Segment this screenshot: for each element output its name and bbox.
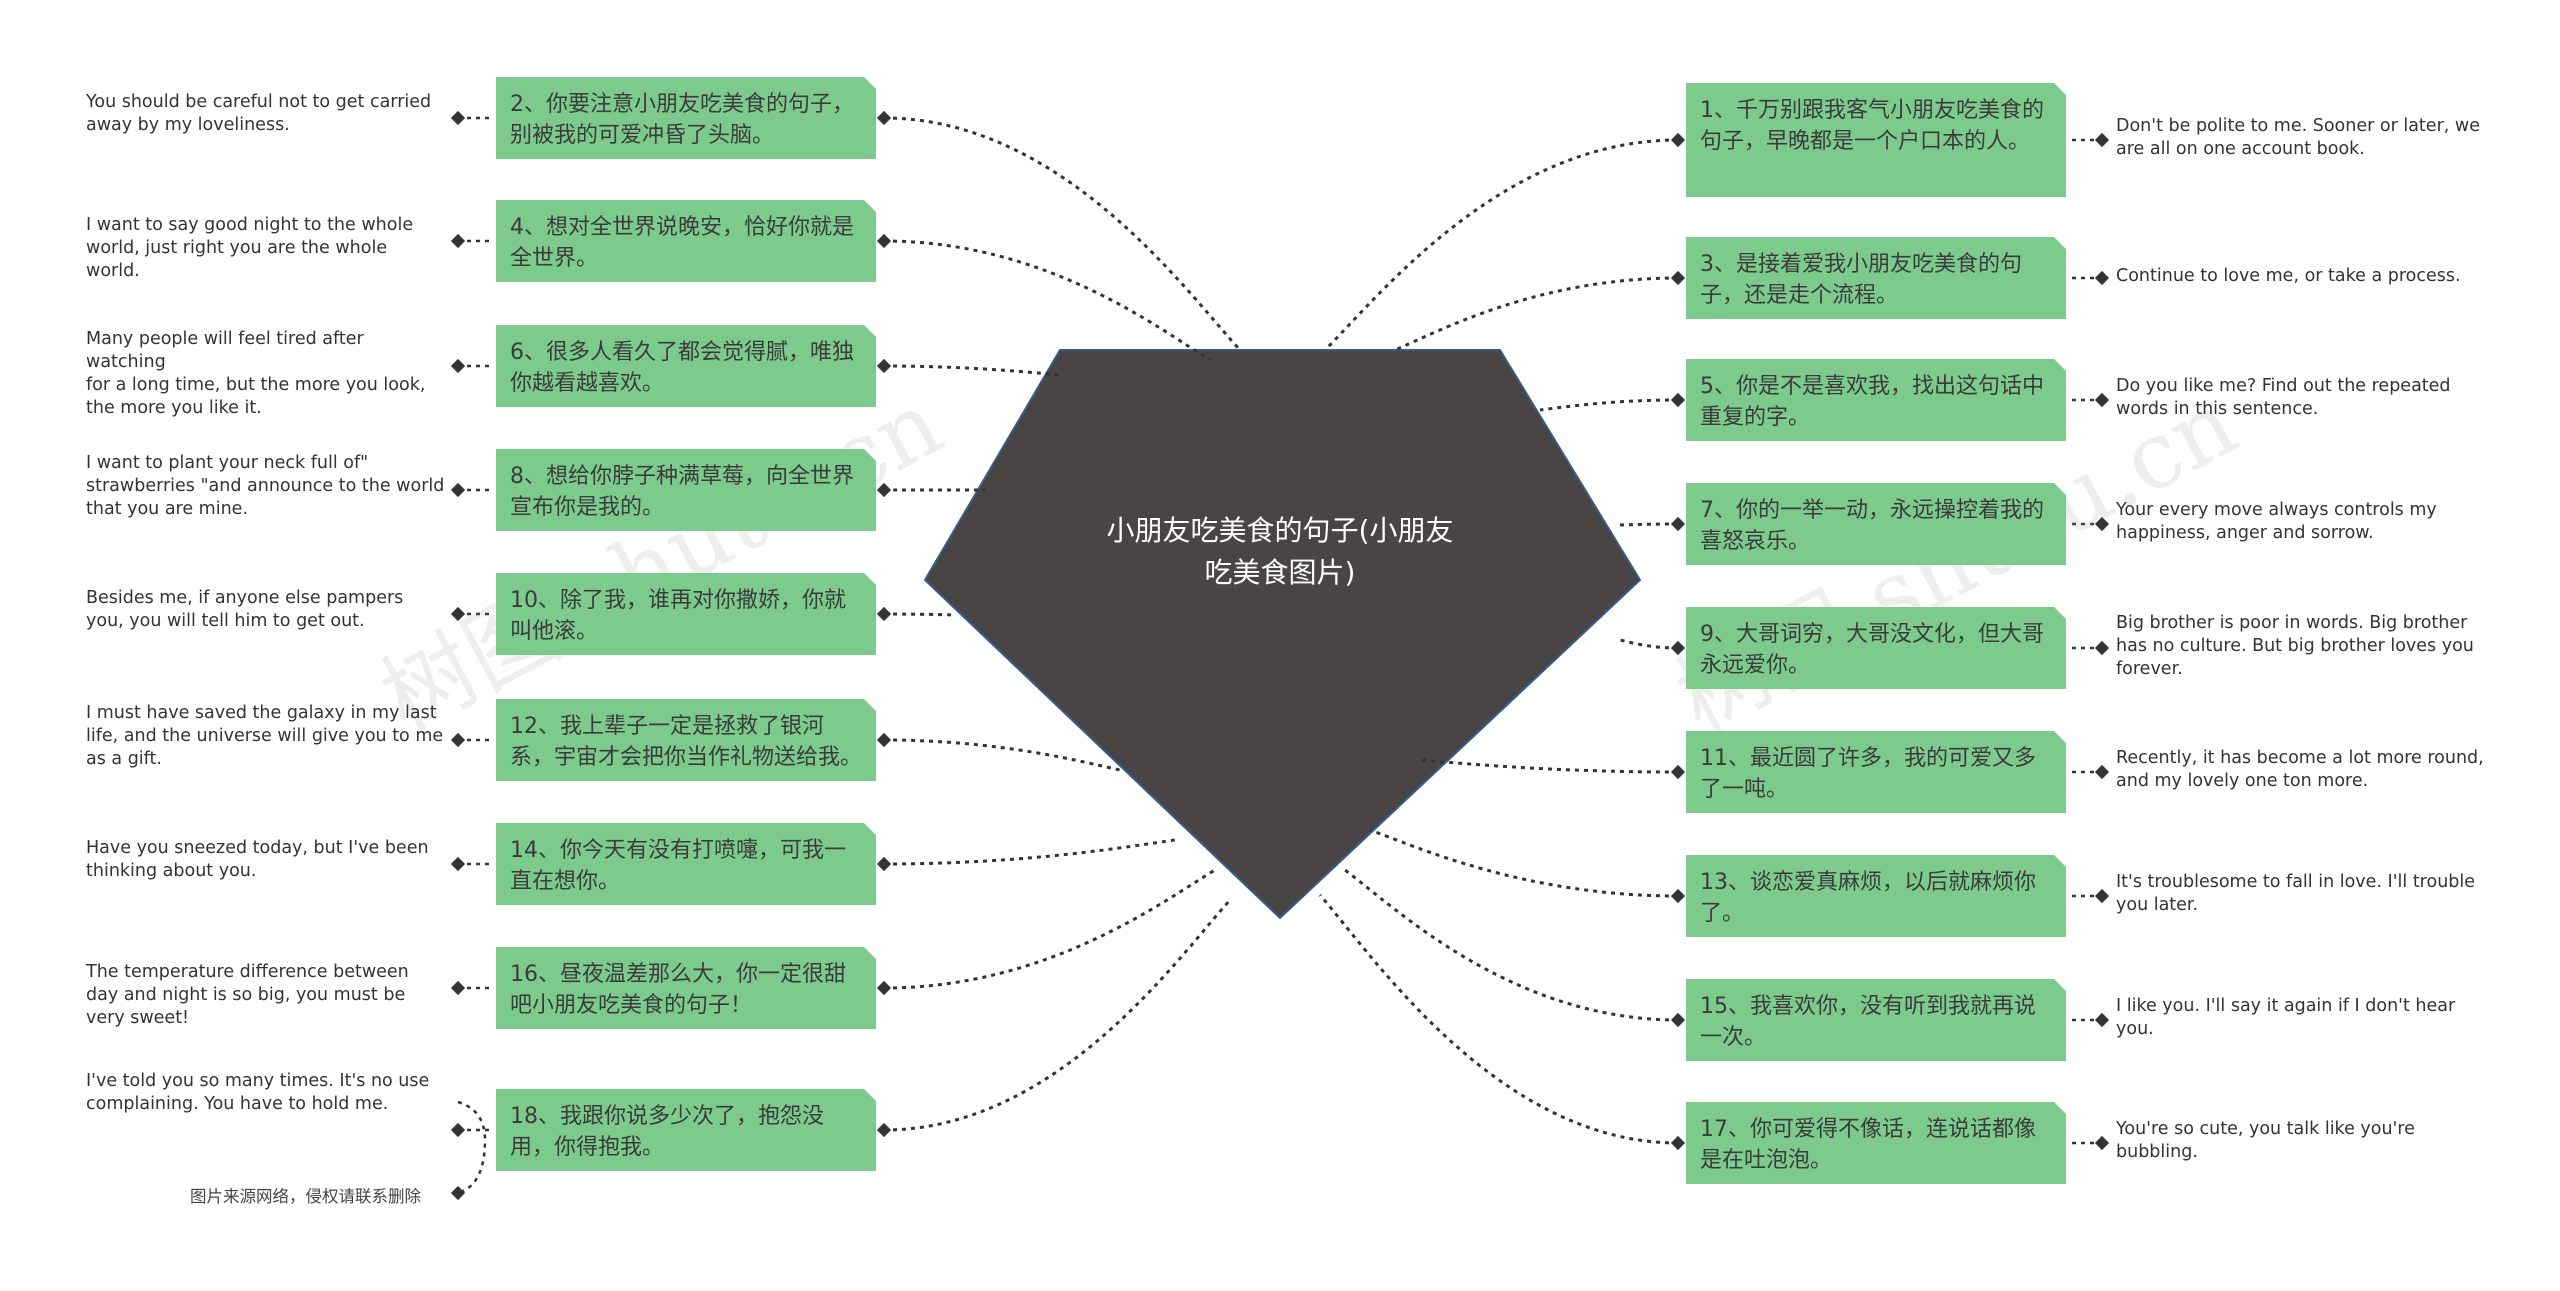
source-footnote: 图片来源网络，侵权请联系删除 [190,1187,421,1206]
branch-note-left: The temperature difference between day a… [86,962,409,1028]
note-dot-right-1 [2094,132,2110,148]
branch-node-right[interactable]: 3、是接着爱我小朋友吃美食的句子，还是走个流程。 [1686,237,2066,319]
branch-node-right[interactable]: 15、我喜欢你，没有听到我就再说一次。 [1686,979,2066,1061]
link-dot-left-6 [876,732,892,748]
branch-note-right: Continue to love me, or take a process. [2116,265,2461,286]
branch-note-right: Do you like me? Find out the repeated wo… [2116,376,2451,419]
branch-node-right[interactable]: 17、你可爱得不像话，连说话都像是在吐泡泡。 [1686,1102,2066,1184]
link-left-3 [883,364,1061,377]
link-left-6 [883,738,1121,772]
branch-node-right[interactable]: 11、最近圆了许多，我的可爱又多了一吨。 [1686,731,2066,813]
link-dot-left-2 [876,233,892,249]
note-dot-right-8 [2094,1012,2110,1028]
branch-note-right: I like you. I'll say it again if I don't… [2116,996,2456,1039]
branch-node-left[interactable]: 18、我跟你说多少次了，抱怨没用，你得抱我。 [496,1089,876,1171]
link-right-5 [1619,638,1679,650]
note-dot-left-6 [450,732,466,748]
link-dot-left-9 [876,1122,892,1138]
link-dot-left-8 [876,980,892,996]
link-right-9 [1318,894,1679,1145]
link-dot-left-3 [876,358,892,374]
branch-node-right[interactable]: 13、谈恋爱真麻烦，以后就麻烦你了。 [1686,855,2066,937]
note-dot-right-3 [2094,392,2110,408]
link-right-2 [1394,276,1679,352]
link-right-7 [1369,828,1679,898]
note-dot-right-2 [2094,270,2110,286]
link-dot-right-4 [1670,516,1686,532]
branch-node-left[interactable]: 2、你要注意小朋友吃美食的句子，别被我的可爱冲昏了头脑。 [496,77,876,159]
link-right-3 [1539,398,1679,412]
link-dot-right-6 [1670,764,1686,780]
branch-node-left[interactable]: 10、除了我，谁再对你撒娇，你就叫他滚。 [496,573,876,655]
link-left-5 [883,612,956,617]
branch-node-left[interactable]: 16、昼夜温差那么大，你一定很甜吧小朋友吃美食的句子！ [496,947,876,1029]
link-dot-right-7 [1670,888,1686,904]
link-left-7 [883,838,1176,866]
branch-node-left[interactable]: 8、想给你脖子种满草莓，向全世界宣布你是我的。 [496,449,876,531]
note-dot-right-5 [2094,640,2110,656]
branch-note-right: Don't be polite to me. Sooner or later, … [2116,116,2480,159]
branch-note-right: Big brother is poor in words. Big brothe… [2116,612,2474,679]
note-dot-left-3 [450,358,466,374]
branch-note-left: Besides me, if anyone else pampers you, … [86,588,404,631]
note-dot-left-5 [450,606,466,622]
link-dot-right-3 [1670,392,1686,408]
branch-note-left: I want to say good night to the whole wo… [86,215,414,281]
note-dot-right-7 [2094,888,2110,904]
branch-note-right: You're so cute, you talk like you're bub… [2116,1119,2415,1162]
link-left-2 [883,239,1211,362]
branch-node-left[interactable]: 6、很多人看久了都会觉得腻，唯独你越看越喜欢。 [496,325,876,407]
center-topic-label: 小朋友吃美食的句子(小朋友吃美食图片) [1106,514,1454,589]
note-dot-left-4 [450,482,466,498]
link-left-1 [883,116,1242,352]
branch-note-left: I must have saved the galaxy in my last … [86,702,444,769]
center-topic-shape [923,349,1642,920]
branch-note-right: Recently, it has become a lot more round… [2116,748,2484,791]
link-right-8 [1344,868,1679,1022]
note-dot-left-9 [450,1122,466,1138]
branch-note-left: Have you sneezed today, but I've been th… [86,838,429,881]
footnote-bracket [457,1100,487,1195]
branch-node-left[interactable]: 4、想对全世界说晚安，恰好你就是全世界。 [496,200,876,282]
branch-note-left: I've told you so many times. It's no use… [86,1071,430,1114]
branch-node-right[interactable]: 5、你是不是喜欢我，找出这句话中重复的字。 [1686,359,2066,441]
branch-node-left[interactable]: 12、我上辈子一定是拯救了银河系，宇宙才会把你当作礼物送给我。 [496,699,876,781]
link-left-8 [883,868,1216,990]
branch-note-right: Your every move always controls my happi… [2116,500,2437,543]
note-dot-left-7 [450,856,466,872]
link-dot-right-1 [1670,132,1686,148]
note-dot-left-1 [450,110,466,126]
branch-note-left: I want to plant your neck full of" straw… [86,452,445,519]
link-dot-right-5 [1670,640,1686,656]
link-dot-left-4 [876,482,892,498]
note-dot-left-2 [450,233,466,249]
branch-note-left: Many people will feel tired after watchi… [86,328,426,418]
footnote-dot [450,1185,466,1201]
link-dot-left-7 [876,856,892,872]
link-left-9 [883,898,1232,1132]
branch-node-right[interactable]: 1、千万别跟我客气小朋友吃美食的句子，早晚都是一个户口本的人。 [1686,83,2066,197]
branch-note-right: It's troublesome to fall in love. I'll t… [2116,872,2476,915]
branch-node-right[interactable]: 9、大哥词穷，大哥没文化，但大哥永远爱你。 [1686,607,2066,689]
note-dot-right-6 [2094,764,2110,780]
note-dot-right-9 [2094,1135,2110,1151]
note-dot-left-8 [450,980,466,996]
link-dot-right-8 [1670,1012,1686,1028]
note-dot-right-4 [2094,516,2110,532]
link-dot-left-1 [876,110,892,126]
branch-node-right[interactable]: 7、你的一举一动，永远操控着我的喜怒哀乐。 [1686,483,2066,565]
link-dot-right-9 [1670,1135,1686,1151]
link-right-1 [1323,138,1679,352]
link-dot-right-2 [1670,270,1686,286]
branch-node-left[interactable]: 14、你今天有没有打喷嚏，可我一直在想你。 [496,823,876,905]
branch-note-left: You should be careful not to get carried… [86,92,432,135]
link-dot-left-5 [876,606,892,622]
link-right-4 [1619,522,1679,527]
link-right-6 [1419,758,1679,774]
